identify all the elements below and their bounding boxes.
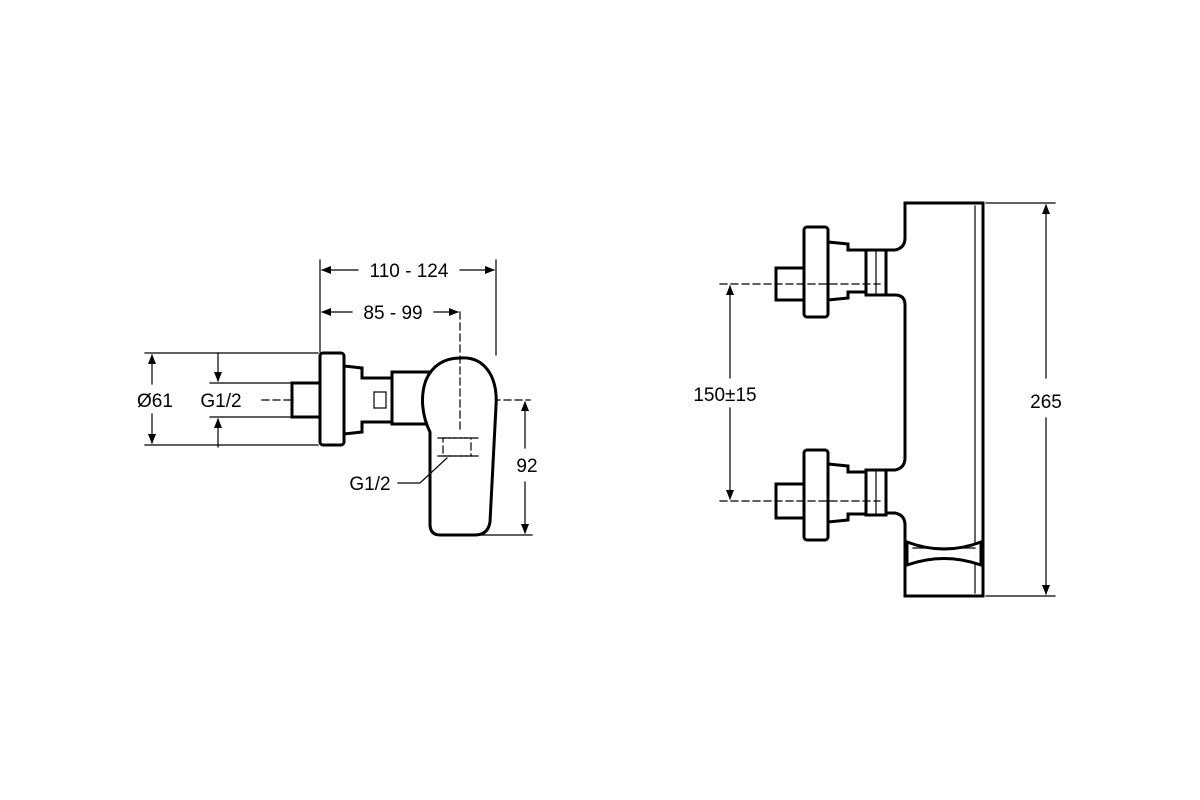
dim-outlet-height: 92 bbox=[516, 401, 538, 534]
dim-label-rosette-diameter: Ø61 bbox=[137, 391, 173, 412]
outlet-thread-hidden bbox=[442, 437, 472, 457]
lower-rosette bbox=[802, 448, 830, 542]
dim-label-inlet-spacing: 150±15 bbox=[693, 385, 756, 406]
dim-inlet-to-axis: 85 - 99 bbox=[321, 303, 459, 324]
dim-label-outlet-height: 92 bbox=[516, 456, 537, 477]
inlet-stub bbox=[290, 381, 322, 419]
mixer-body bbox=[883, 201, 985, 598]
wall-rosette bbox=[318, 351, 346, 447]
lower-connector bbox=[826, 462, 868, 524]
upper-connector bbox=[826, 240, 868, 302]
lower-inlet-assembly bbox=[774, 448, 888, 542]
connector-body bbox=[342, 364, 394, 436]
dim-label-overall-height: 265 bbox=[1030, 392, 1062, 413]
dim-inlet-thread: G1/2 bbox=[200, 352, 242, 448]
upper-rosette bbox=[802, 225, 830, 319]
dim-overall-depth: 110 - 124 bbox=[321, 261, 495, 282]
side-view: 110 - 124 85 - 99 Ø61 G1/2 G1/2 bbox=[137, 259, 538, 537]
connector-nut bbox=[373, 391, 387, 409]
dim-label-inlet-thread: G1/2 bbox=[200, 391, 241, 412]
dim-outlet-thread: G1/2 bbox=[349, 457, 448, 495]
lever-handle bbox=[421, 356, 498, 537]
dim-inlet-spacing: 150±15 bbox=[693, 285, 757, 500]
upper-inlet-assembly bbox=[774, 225, 888, 319]
dim-label-outlet-thread: G1/2 bbox=[349, 474, 390, 495]
dim-label-inlet-to-axis: 85 - 99 bbox=[363, 303, 422, 324]
front-view: 150±15 265 bbox=[693, 201, 1062, 598]
dim-label-overall-depth: 110 - 124 bbox=[370, 261, 449, 282]
dim-overall-height: 265 bbox=[1030, 204, 1062, 595]
dim-rosette-diameter: Ø61 bbox=[137, 354, 173, 444]
